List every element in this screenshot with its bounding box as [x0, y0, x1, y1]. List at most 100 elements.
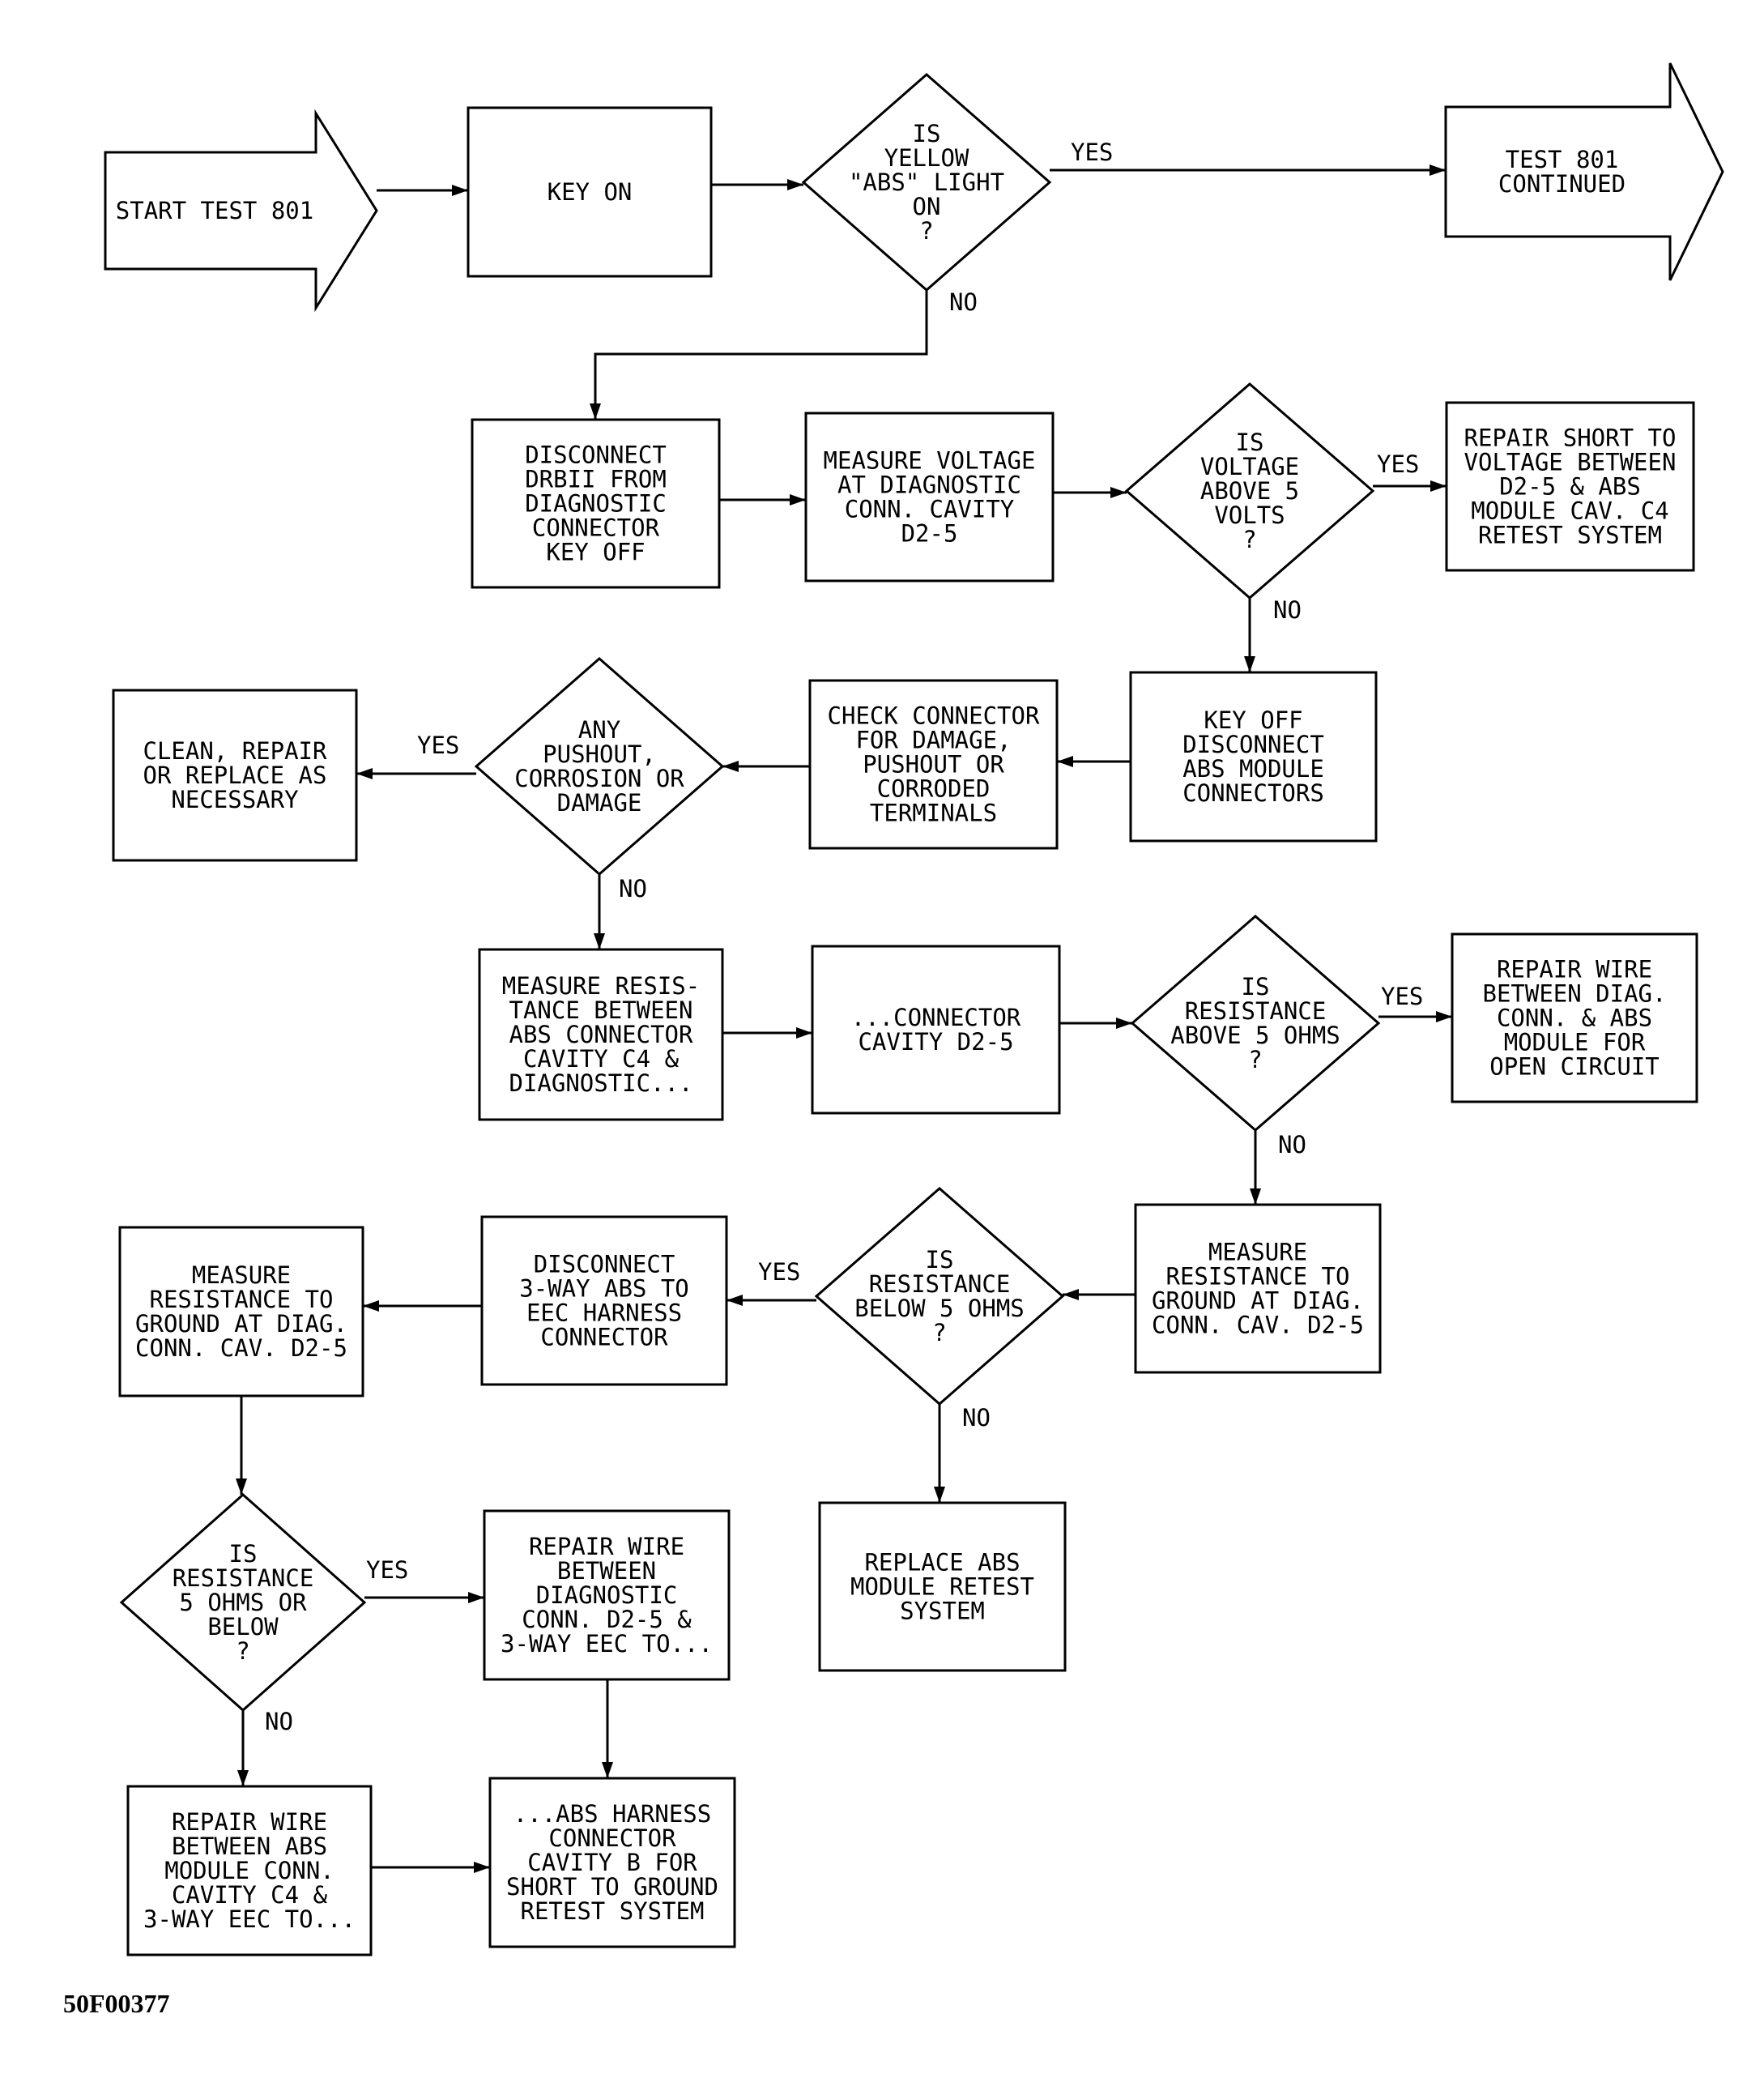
flow-edge-n3-n4: YES: [1050, 139, 1446, 176]
node-label-line: YELLOW: [884, 144, 969, 172]
edge-label-no: NO: [949, 288, 978, 316]
node-label-line: DAMAGE: [557, 789, 642, 817]
node-label-line: KEY ON: [548, 178, 633, 206]
node-label-line: GROUND AT DIAG.: [1152, 1287, 1364, 1315]
node-label-line: SYSTEM: [900, 1598, 985, 1625]
arrowhead: [1430, 164, 1446, 176]
arrowhead: [1116, 1018, 1132, 1029]
arrowhead: [474, 1862, 490, 1873]
flow-edge-n23-n25: [602, 1679, 613, 1778]
node-label-line: START TEST 801: [116, 197, 313, 224]
node-shape-box: [1134, 1203, 1382, 1374]
node-label-line: DRBII FROM: [525, 466, 667, 493]
arrowhead: [1244, 656, 1255, 672]
edge-label-no: NO: [265, 1708, 293, 1735]
node-label-line: KEY OFF: [1204, 706, 1302, 734]
node-label-line: "ABS" LIGHT: [849, 169, 1004, 196]
flow-edge-n13-n14: [722, 1027, 812, 1039]
node-label-line: MODULE RETEST: [850, 1573, 1034, 1601]
arrowhead: [726, 1295, 743, 1306]
node-label-line: BETWEEN DIAG.: [1483, 980, 1667, 1008]
arrowhead: [356, 768, 373, 779]
node-label-line: ABS MODULE: [1182, 755, 1324, 783]
node-shape-box: [818, 1501, 1067, 1672]
node-label-line: CAVITY D2-5: [858, 1028, 1013, 1056]
node-label-line: DISCONNECT: [1182, 731, 1324, 758]
node-shape-box: [1129, 671, 1378, 843]
node-shape-box: [804, 412, 1055, 582]
flow-edge-n15-n16: YES: [1378, 983, 1452, 1022]
node-label-line: GROUND AT DIAG.: [135, 1310, 347, 1338]
node-label-line: VOLTAGE: [1200, 453, 1299, 480]
flow-edge-n9-n10: [1057, 756, 1131, 767]
flow-edge-n3-n5: NO: [590, 288, 978, 420]
node-shape-diamond: [814, 1187, 1065, 1406]
node-label-line: BETWEEN: [557, 1557, 656, 1585]
node-label-line: FOR DAMAGE,: [855, 727, 1011, 754]
node-label-line: MEASURE VOLTAGE: [824, 447, 1036, 475]
node-label-line: IS: [913, 120, 941, 147]
node-shape-box: [1451, 932, 1698, 1103]
node-label-line: CONNECTOR: [540, 1324, 668, 1351]
flow-edge-n7-n9: NO: [1244, 596, 1302, 672]
arrowhead: [594, 933, 605, 949]
node-label-line: MODULE CAV. C4: [1471, 497, 1668, 525]
node-label-line: DISCONNECT: [525, 442, 667, 469]
edge-line: [594, 290, 928, 420]
edge-label-no: NO: [962, 1404, 991, 1432]
arrowhead: [590, 403, 601, 420]
flow-edge-n20-n22: [236, 1396, 247, 1495]
node-label-line: CONTINUED: [1498, 170, 1626, 198]
node-shape-box: [126, 1785, 373, 1956]
flow-edge-n22-n24: NO: [237, 1708, 293, 1786]
flow-edge-n22-n23: YES: [364, 1556, 484, 1603]
arrowhead: [1436, 1011, 1452, 1022]
node-label-line: ABS CONNECTOR: [509, 1021, 694, 1048]
node-shape-diamond: [801, 73, 1052, 292]
node-label-line: CHECK CONNECTOR: [828, 702, 1040, 730]
edge-label-yes: YES: [1071, 139, 1113, 166]
node-label-line: PUSHOUT OR: [863, 751, 1004, 779]
node-label-line: DIAGNOSTIC...: [509, 1069, 693, 1097]
node-shape-diamond: [474, 657, 725, 876]
node-label-line: RESISTANCE: [1185, 997, 1327, 1025]
arrowhead: [1250, 1188, 1261, 1205]
flow-edge-n18-n19: YES: [726, 1258, 816, 1306]
node-label-line: DISCONNECT: [534, 1251, 675, 1278]
node-label-line: DIAGNOSTIC: [536, 1581, 678, 1609]
node-shape-box: [488, 1777, 736, 1948]
flow-node-n2: KEY ON: [467, 106, 713, 278]
node-label-line: RETEST SYSTEM: [1478, 522, 1662, 549]
node-label-line: CONNECTOR: [532, 514, 660, 542]
node-label-line: ...CONNECTOR: [851, 1004, 1021, 1031]
arrowhead: [1110, 487, 1127, 498]
flow-edge-n6-n7: [1053, 487, 1127, 498]
node-label-line: CONNECTOR: [548, 1824, 676, 1852]
node-label-line: MEASURE: [192, 1261, 291, 1289]
node-label-line: TANCE BETWEEN: [509, 996, 693, 1024]
flow-edge-n11-n13: NO: [594, 874, 647, 949]
flow-edge-n15-n17: NO: [1250, 1130, 1306, 1205]
node-label-line: CORRODED: [877, 775, 991, 803]
node-label-line: ?: [919, 217, 933, 245]
node-label-line: KEY OFF: [546, 539, 645, 566]
node-label-line: 3-WAY EEC TO...: [501, 1630, 713, 1658]
node-label-line: ABOVE 5: [1200, 477, 1299, 505]
edge-label-yes: YES: [1377, 450, 1419, 478]
